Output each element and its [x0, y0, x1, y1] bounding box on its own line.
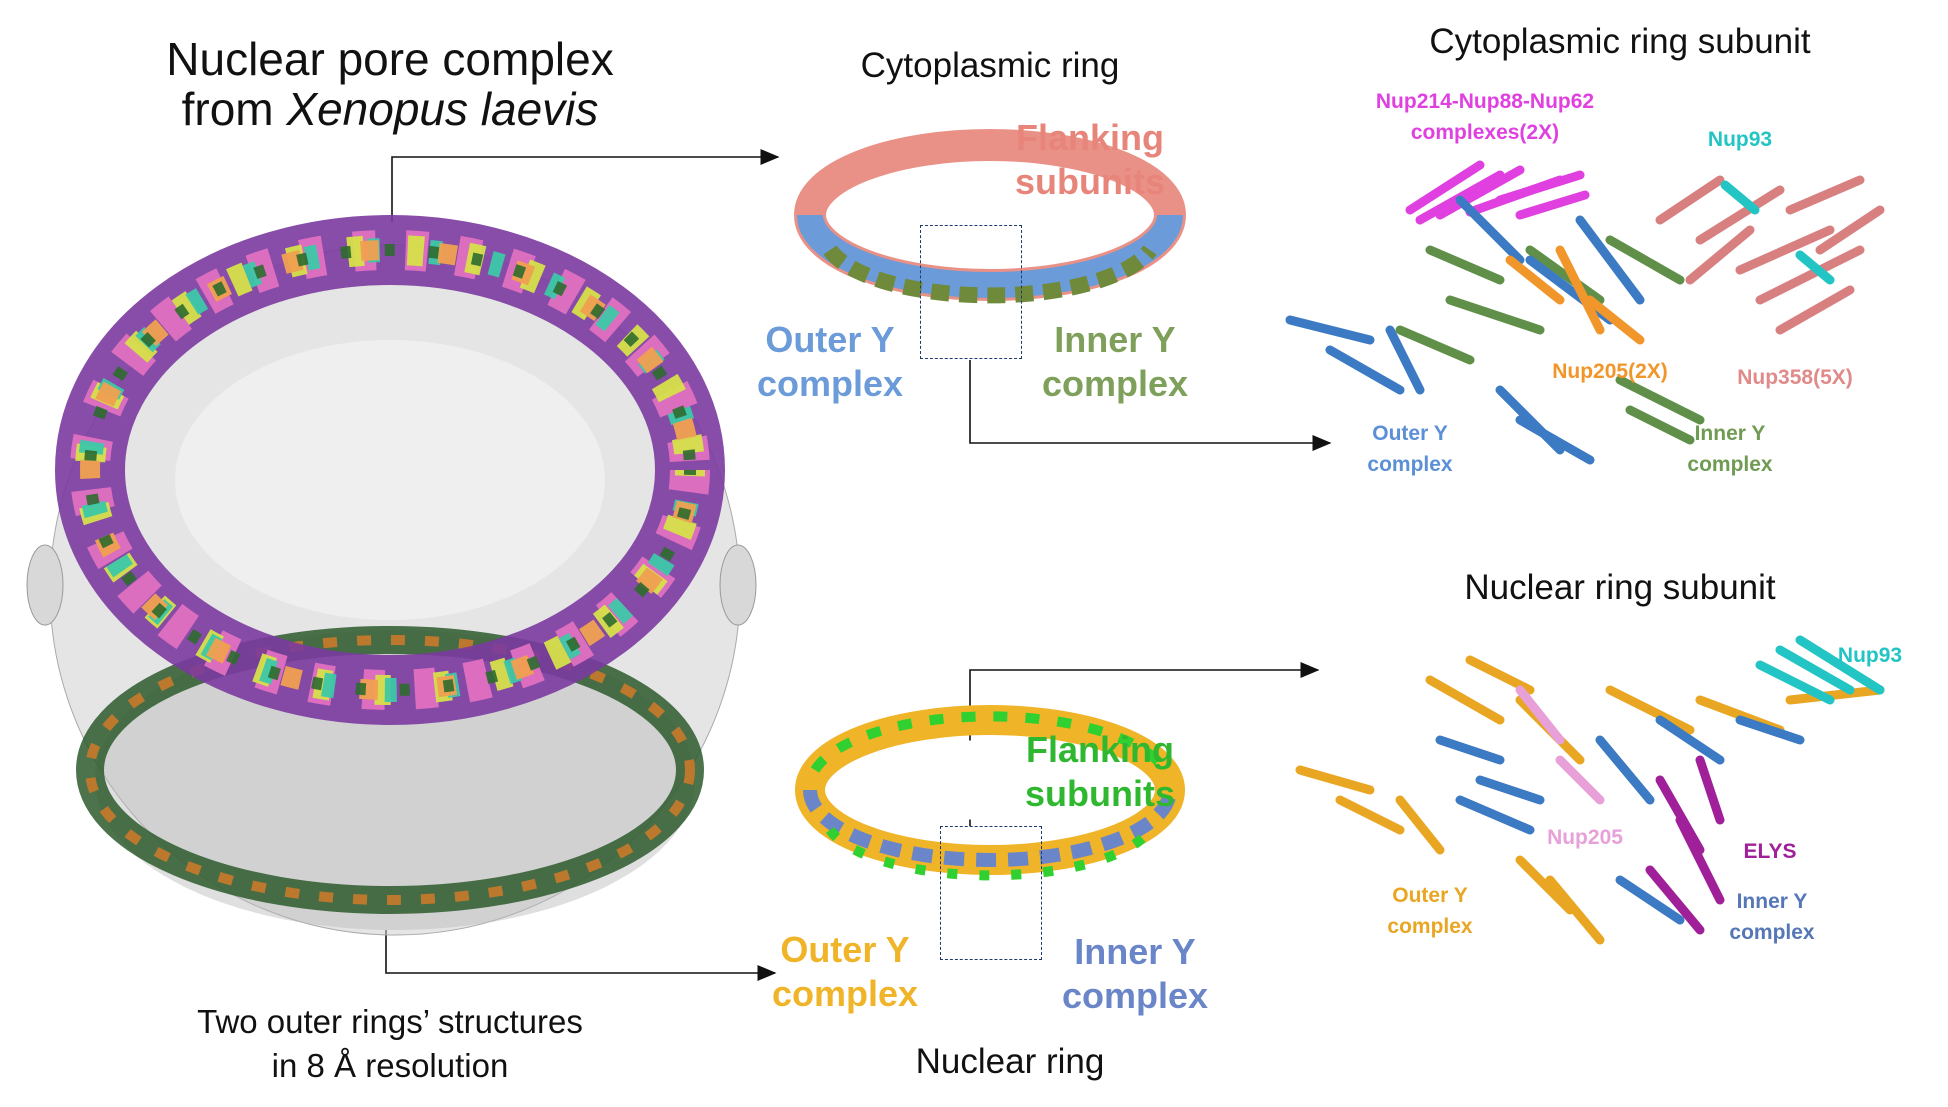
npc-central-channel: [175, 340, 605, 620]
cytoplasmic-ring-selection-box: [920, 225, 1022, 359]
main-title-prefix: from: [181, 83, 287, 135]
cyto-outer-y-line2: complex: [756, 363, 904, 404]
nuc-outer-y-line1: Outer Y: [780, 929, 910, 970]
nuc-outer-y-subunit-label: Outer Y complex: [1370, 880, 1490, 942]
cyto-inner-subunit-line1: Inner Y: [1694, 422, 1766, 445]
cyto-nup214-line2: complexes(2X): [1410, 121, 1560, 144]
cyto-outer-y-line1: Outer Y: [765, 319, 895, 360]
cytoplasmic-ring-title: Cytoplasmic ring: [860, 46, 1120, 85]
cyto-nup205-label: Nup205(2X): [1552, 360, 1668, 383]
cyto-nup93-label: Nup93: [1707, 128, 1773, 151]
nuc-inner-y-line2: complex: [1061, 975, 1209, 1016]
cyto-outer-y-label: Outer Y complex: [735, 318, 925, 406]
nuc-elys-label: ELYS: [1743, 840, 1797, 863]
nuclear-ring-title: Nuclear ring: [915, 1042, 1105, 1081]
nuc-inner-subunit-line1: Inner Y: [1736, 890, 1808, 913]
cyto-outer-subunit-line2: complex: [1367, 453, 1453, 476]
nuc-nup93-label: Nup93: [1837, 644, 1903, 667]
cyto-subunit-title: Cytoplasmic ring subunit: [1429, 22, 1811, 61]
nuc-flanking-line1: Flanking: [1025, 729, 1174, 770]
main-title: Nuclear pore complex from Xenopus laevis: [90, 34, 690, 134]
cyto-inner-y-line1: Inner Y: [1054, 319, 1176, 360]
main-caption-line2: in 8 Å resolution: [271, 1047, 509, 1084]
nuc-inner-subunit-line2: complex: [1729, 921, 1815, 944]
cyto-inner-y-subunit-label: Inner Y complex: [1670, 418, 1790, 480]
nuc-flanking-label: Flanking subunits: [1000, 728, 1200, 816]
arrow-to-cytoplasmic-ring: [391, 149, 780, 222]
nuc-outer-subunit-line1: Outer Y: [1392, 884, 1468, 907]
nuc-inner-y-line1: Inner Y: [1074, 931, 1196, 972]
cyto-outer-subunit-line1: Outer Y: [1372, 422, 1448, 445]
nuc-inner-y-subunit-label: Inner Y complex: [1712, 886, 1832, 948]
arrow-to-nuclear-ring: [385, 930, 777, 981]
cyto-inner-subunit-line2: complex: [1687, 453, 1773, 476]
nuc-flanking-line2: subunits: [1025, 773, 1175, 814]
cyto-flanking-line1: Flanking: [1015, 117, 1164, 158]
main-title-line2: from Xenopus laevis: [90, 84, 690, 134]
nuclear-ring-selection-box: [940, 826, 1042, 960]
npc-lower-shell: [95, 630, 695, 930]
nuc-nup205-label: Nup205: [1547, 826, 1623, 849]
cyto-nup358-label: Nup358(5X): [1737, 366, 1853, 389]
cyto-flanking-label: Flanking subunits: [990, 116, 1190, 204]
arrow-to-cytoplasmic-subunit: [969, 360, 1332, 451]
cyto-inner-y-line2: complex: [1041, 363, 1189, 404]
cyto-flanking-line2: subunits: [1015, 161, 1165, 202]
cyto-nup214-line1: Nup214-Nup88-Nup62: [1375, 90, 1595, 113]
nuc-outer-y-label: Outer Y complex: [750, 928, 940, 1016]
cyto-nup214-label: Nup214-Nup88-Nup62 complexes(2X): [1330, 86, 1640, 148]
cyto-outer-y-subunit-label: Outer Y complex: [1350, 418, 1470, 480]
nuc-inner-y-label: Inner Y complex: [1040, 930, 1230, 1018]
nuc-outer-y-line2: complex: [771, 973, 919, 1014]
cyto-inner-y-label: Inner Y complex: [1020, 318, 1210, 406]
main-title-species: Xenopus laevis: [286, 83, 599, 135]
nuclear-subunit-title: Nuclear ring subunit: [1464, 568, 1776, 607]
nuc-outer-subunit-line2: complex: [1387, 915, 1473, 938]
main-caption: Two outer rings’ structures in 8 Å resol…: [140, 1000, 640, 1088]
main-caption-line1: Two outer rings’ structures: [197, 1003, 583, 1040]
main-title-line1: Nuclear pore complex: [166, 33, 614, 85]
